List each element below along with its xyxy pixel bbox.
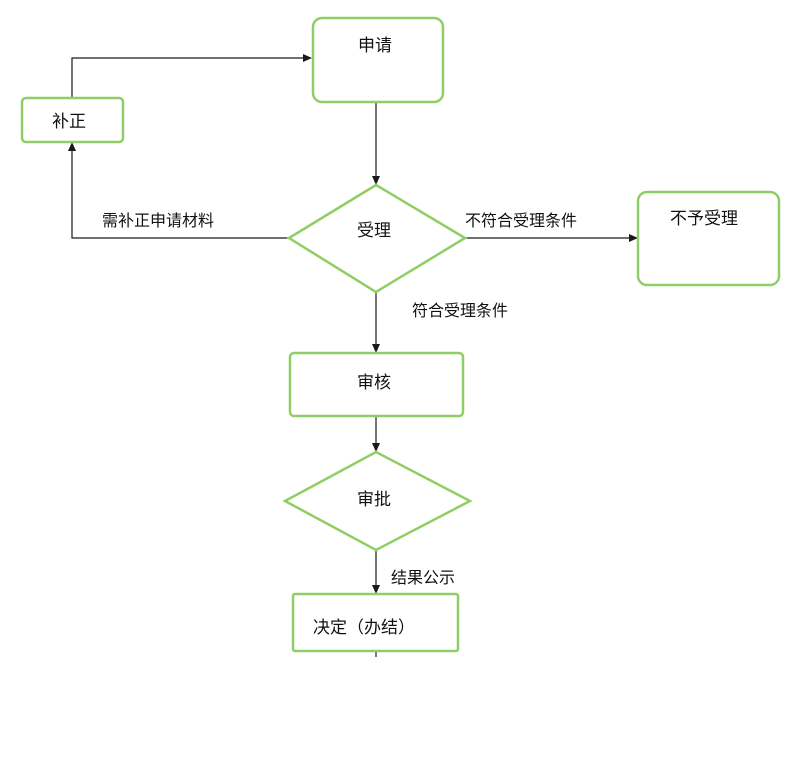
connectors: [68, 54, 638, 657]
node-accept-label: 受理: [357, 221, 391, 241]
node-supplement: [20, 96, 125, 144]
node-reject-label: 不予受理: [670, 209, 738, 229]
node-approve: [282, 450, 473, 552]
edge-accept-to-supplement: [71, 150, 289, 239]
node-apply: [311, 16, 445, 104]
node-decision-label: 决定（办结）: [313, 618, 415, 638]
edge-supplement-to-apply: [71, 57, 304, 98]
node-labels: 申请 补正 受理 不予受理 审核 审批 决定（办结）: [52, 36, 738, 638]
nodes: [20, 16, 781, 653]
edge-labels: 需补正申请材料 不符合受理条件 符合受理条件 结果公示: [102, 211, 577, 587]
node-approve-label: 审批: [357, 490, 391, 510]
edge-label-need-supplement: 需补正申请材料: [102, 211, 214, 230]
arrowhead-supplement-icon: [68, 142, 76, 151]
arrowhead-reject-icon: [629, 234, 638, 242]
node-accept: [286, 183, 468, 294]
node-apply-label: 申请: [358, 36, 392, 56]
node-supplement-label: 补正: [52, 112, 86, 132]
edge-label-eligible: 符合受理条件: [412, 301, 508, 320]
node-review-label: 审核: [357, 373, 391, 393]
arrowhead-review-icon: [372, 344, 380, 353]
arrowhead-approve-icon: [372, 443, 380, 452]
arrowhead-decision-icon: [372, 585, 380, 594]
arrowhead-apply-icon: [303, 54, 312, 62]
edge-label-publish-result: 结果公示: [391, 568, 455, 587]
node-decision: [291, 592, 460, 653]
arrowhead-accept-icon: [372, 176, 380, 185]
node-review: [288, 351, 465, 418]
edge-label-not-eligible: 不符合受理条件: [465, 211, 577, 230]
node-reject: [636, 190, 781, 287]
